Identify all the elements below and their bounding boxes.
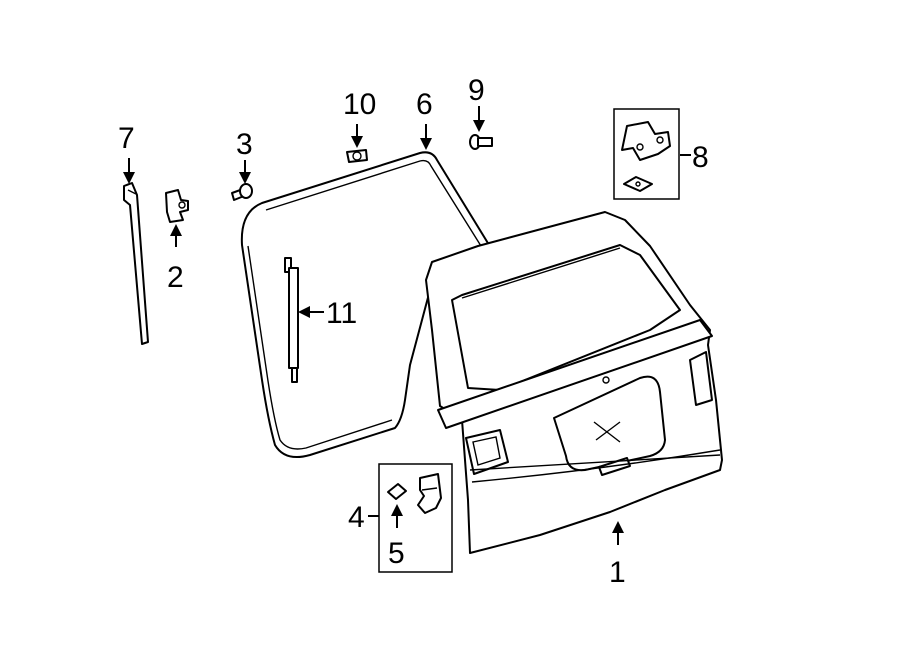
arrow-11 (298, 306, 324, 318)
arrow-6 (420, 124, 432, 150)
arrow-9 (473, 106, 485, 132)
callout-5: 5 (388, 537, 405, 570)
callout-3: 3 (236, 128, 253, 161)
part-6-glass-seal (240, 151, 495, 458)
callout-9: 9 (468, 74, 485, 107)
callout-10: 10 (343, 88, 376, 121)
part-9-bolt (469, 134, 493, 150)
part-3-screw (231, 183, 253, 201)
arrow-1 (612, 521, 624, 545)
part-2-bracket (165, 189, 189, 223)
callout-1: 1 (609, 556, 626, 589)
callout-11: 11 (326, 297, 357, 330)
part-10-nut (346, 149, 368, 163)
arrow-2 (170, 224, 182, 247)
part-7-weatherstrip (123, 182, 149, 345)
callout-8: 8 (692, 141, 709, 174)
arrow-5 (391, 504, 403, 528)
part-1-liftgate (425, 211, 723, 554)
part-5-bumper (387, 483, 407, 500)
arrow-3 (239, 160, 251, 184)
callout-4: 4 (348, 501, 365, 534)
callout-6: 6 (416, 88, 433, 121)
arrow-7 (123, 158, 135, 184)
part-4-latch (417, 473, 442, 514)
part-11-lift-support (284, 257, 299, 383)
part-8-hinge-box (613, 108, 680, 200)
callout-7: 7 (118, 122, 135, 155)
part-4-5-box (378, 463, 453, 573)
arrow-10 (351, 124, 363, 148)
callout-2: 2 (167, 261, 184, 294)
